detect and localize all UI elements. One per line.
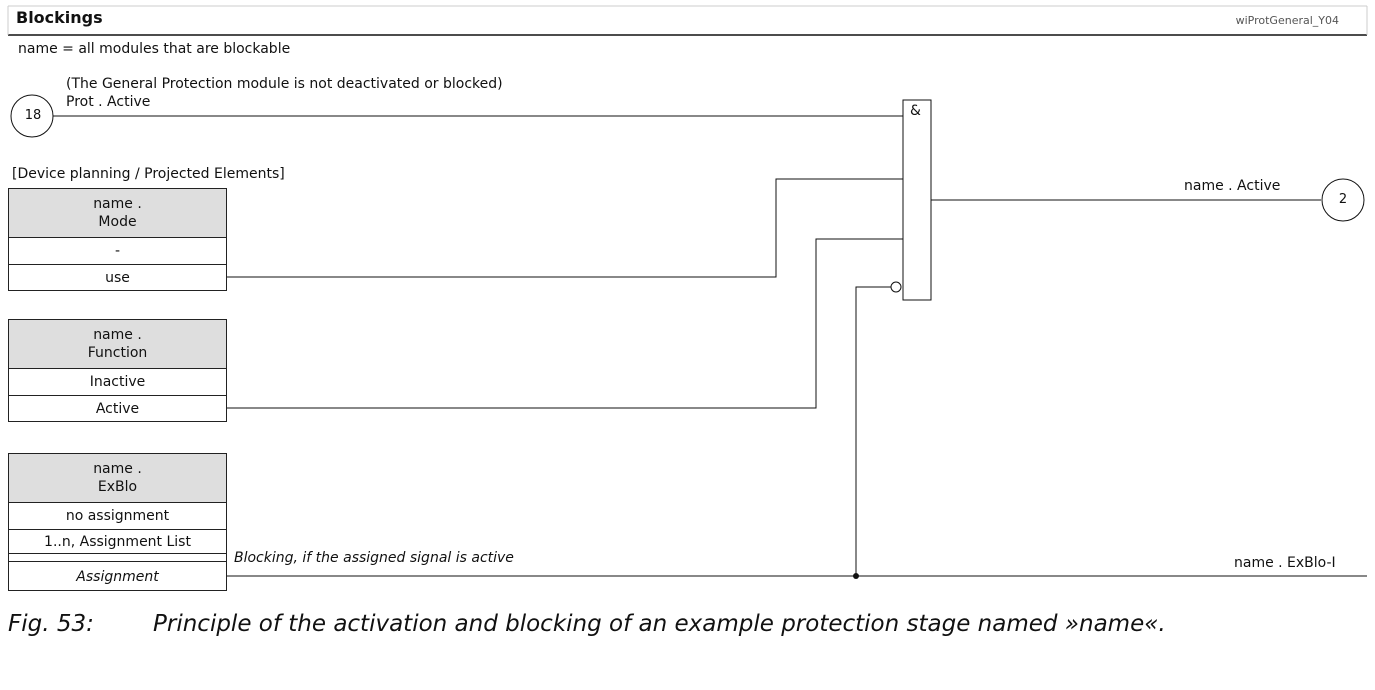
- exblo-option-assignment-list[interactable]: 1..n, Assignment List: [9, 530, 226, 554]
- exblo-header-line2: ExBlo: [97, 479, 138, 495]
- exblo-option-no-assignment[interactable]: no assignment: [9, 503, 226, 530]
- and-gate: [902, 99, 932, 301]
- input-label-prot-active: Prot . Active: [66, 94, 151, 110]
- wire-mode-use: [227, 178, 903, 278]
- mode-header-line1: name .: [93, 196, 142, 212]
- input-note: (The General Protection module is not de…: [66, 76, 503, 92]
- blocking-note: Blocking, if the assigned signal is acti…: [234, 550, 514, 566]
- connector-2-label: 2: [1338, 192, 1348, 207]
- exblo-divider: [9, 554, 226, 562]
- output-label-exblo: name . ExBlo-I: [1234, 555, 1336, 571]
- function-header-line1: name .: [93, 327, 142, 343]
- wire-function-active: [227, 238, 903, 409]
- page-title: Blockings: [16, 8, 103, 27]
- mode-header: name . Mode: [9, 189, 226, 238]
- function-option-active[interactable]: Active: [95, 401, 140, 417]
- function-selector-box: name . Function Inactive Active: [8, 319, 227, 422]
- mode-selector-box: name . Mode - use: [8, 188, 227, 291]
- exblo-selector-box: name . ExBlo no assignment 1..n, Assignm…: [8, 453, 227, 591]
- figure-number: Fig. 53:: [8, 611, 94, 637]
- function-header: name . Function: [9, 320, 226, 369]
- connector-18-label: 18: [24, 108, 42, 123]
- wire-exblo-inverted: [855, 286, 891, 576]
- inversion-bubble: [890, 281, 902, 293]
- mode-option-use[interactable]: use: [105, 270, 130, 286]
- figure-caption-text: Principle of the activation and blocking…: [153, 611, 1166, 637]
- exblo-header-line1: name .: [93, 461, 142, 477]
- function-option-inactive[interactable]: Inactive: [9, 369, 226, 396]
- function-header-line2: Function: [87, 345, 148, 361]
- diagram-subtitle: name = all modules that are blockable: [18, 41, 291, 57]
- figure-caption: Fig. 53: Principle of the activation and …: [8, 611, 1166, 637]
- exblo-header: name . ExBlo: [9, 454, 226, 503]
- and-gate-symbol: &: [910, 103, 921, 119]
- mode-option-dash[interactable]: -: [9, 238, 226, 265]
- mode-header-line2: Mode: [98, 214, 137, 230]
- device-planning-label: [Device planning / Projected Elements]: [12, 166, 285, 182]
- junction-dot: [853, 573, 859, 579]
- exblo-option-assignment[interactable]: Assignment: [76, 568, 159, 585]
- output-label-active: name . Active: [1184, 178, 1281, 194]
- diagram-reference: wiProtGeneral_Y04: [1235, 14, 1339, 27]
- connector-2-circle: [1321, 178, 1365, 222]
